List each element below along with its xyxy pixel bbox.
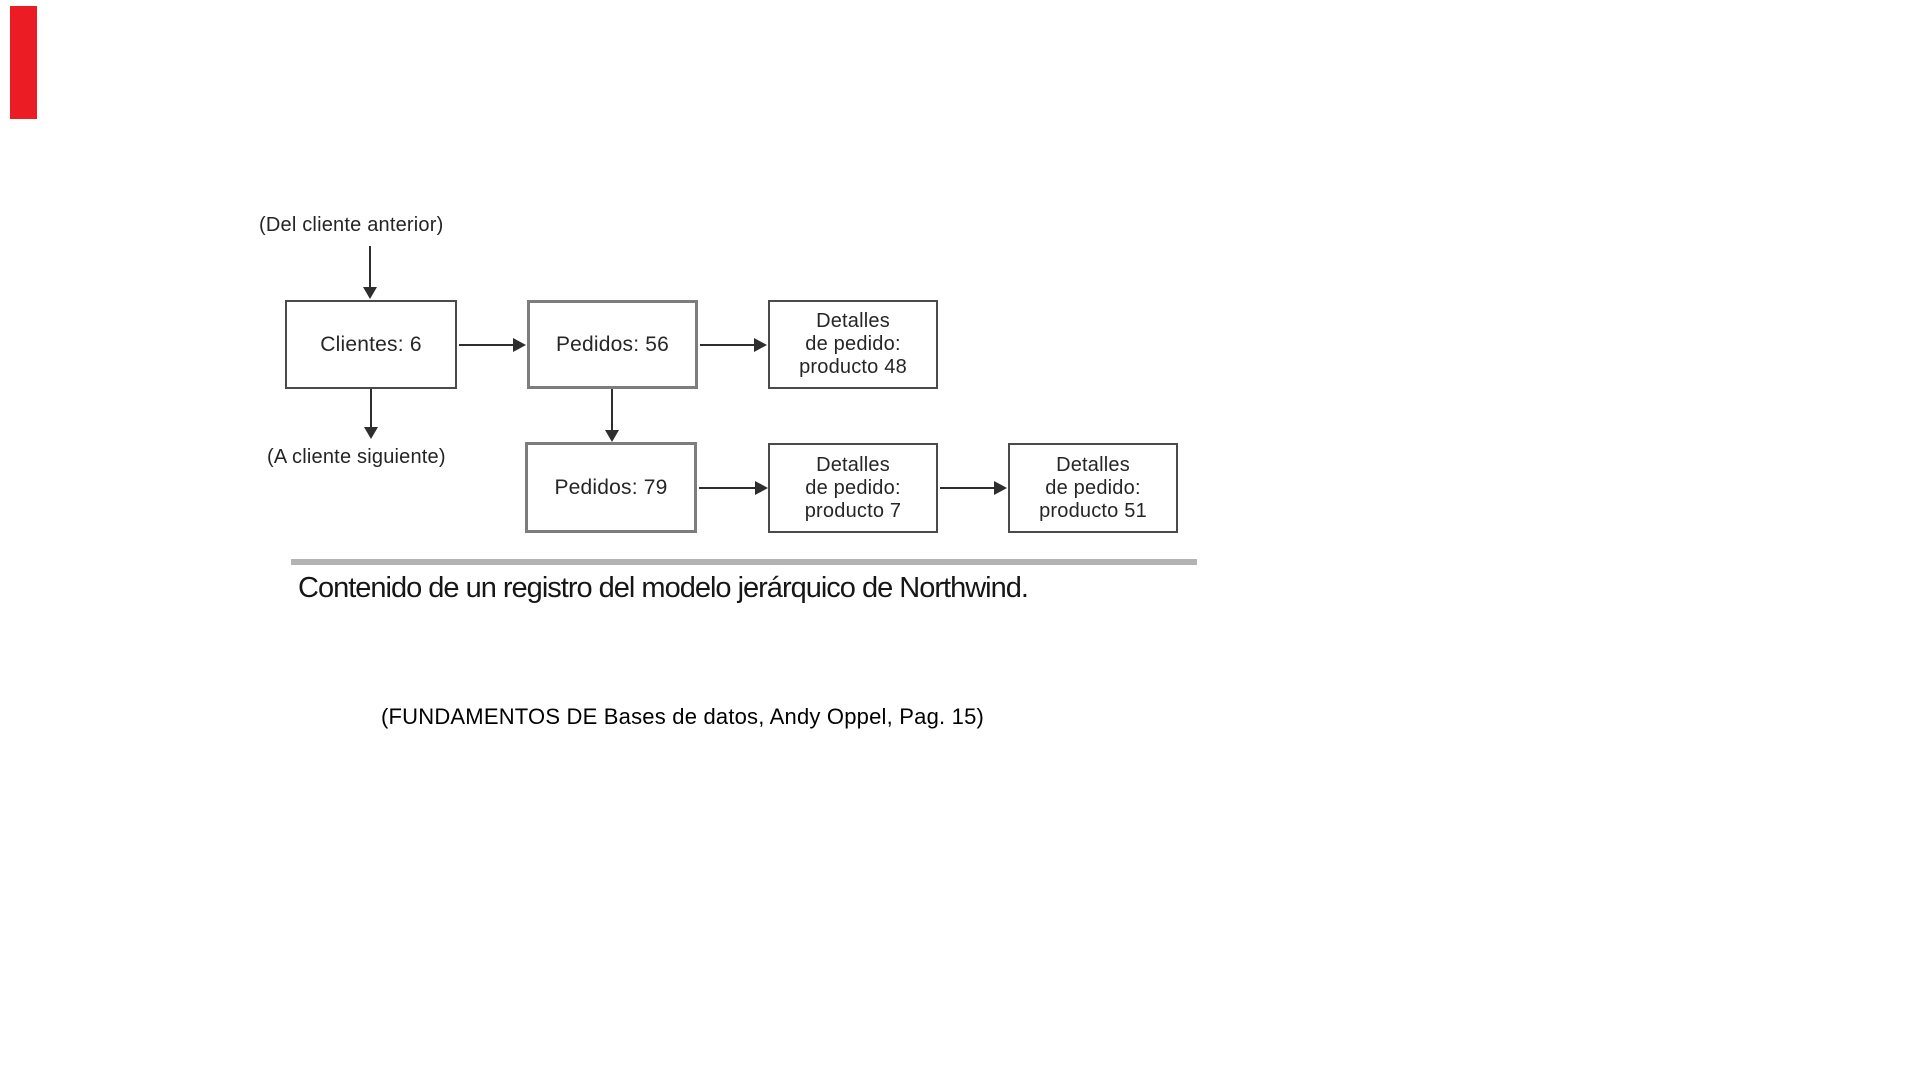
exit-label: (A cliente siguiente): [267, 446, 446, 468]
arrow-clientes-to-exit-line: [370, 389, 372, 428]
arrow-pedidos56-to-detalles48-line: [700, 344, 755, 346]
node-detalles-producto-51: Detalles de pedido: producto 51: [1008, 443, 1178, 533]
arrow-pedidos56-to-pedidos79-head: [605, 430, 619, 442]
node-pedidos-56: Pedidos: 56: [527, 300, 698, 389]
arrow-entry-to-clientes-line: [369, 246, 371, 288]
arrow-clientes-to-pedidos56-head: [513, 338, 526, 352]
arrow-pedidos79-to-detalles7-head: [755, 481, 768, 495]
arrow-pedidos79-to-detalles7-line: [699, 487, 756, 489]
arrow-clientes-to-exit-head: [364, 427, 378, 439]
arrow-clientes-to-pedidos56-line: [459, 344, 514, 346]
arrow-pedidos56-to-detalles48-head: [754, 338, 767, 352]
node-detalles-producto-48: Detalles de pedido: producto 48: [768, 300, 938, 389]
arrow-detalles7-to-detalles51-head: [994, 481, 1007, 495]
node-pedidos-79: Pedidos: 79: [525, 442, 697, 533]
arrow-detalles7-to-detalles51-line: [940, 487, 995, 489]
caption-divider: [291, 559, 1197, 565]
node-detalles-producto-7: Detalles de pedido: producto 7: [768, 443, 938, 533]
arrow-entry-to-clientes-head: [363, 287, 377, 299]
source-citation: (FUNDAMENTOS DE Bases de datos, Andy Opp…: [381, 704, 985, 729]
node-clientes: Clientes: 6: [285, 300, 457, 389]
entry-label: (Del cliente anterior): [259, 214, 444, 236]
red-edge-marker: [10, 6, 37, 119]
arrow-pedidos56-to-pedidos79-line: [611, 389, 613, 431]
figure-caption: Contenido de un registro del modelo jerá…: [298, 572, 1029, 604]
